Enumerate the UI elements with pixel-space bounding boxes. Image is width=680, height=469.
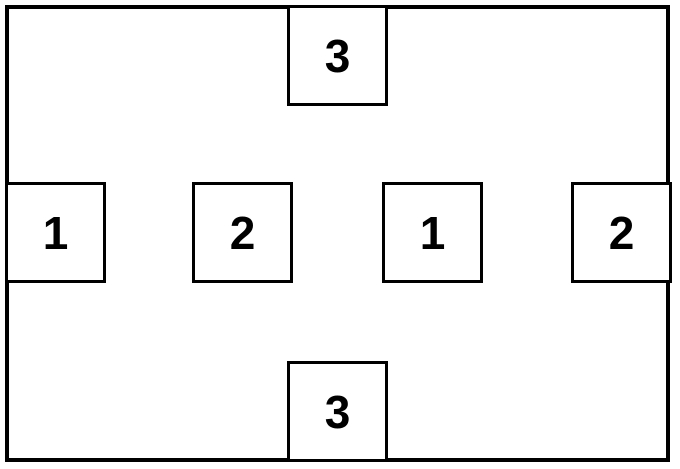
- cell-left-edge-label: 1: [42, 206, 69, 259]
- cell-bottom-label: 3: [324, 385, 351, 438]
- cell-middle-right: 1: [382, 182, 483, 283]
- cell-middle-left-label: 2: [229, 206, 256, 259]
- cell-bottom: 3: [287, 361, 388, 462]
- cell-left-edge: 1: [5, 182, 106, 283]
- cell-right-edge: 2: [571, 182, 672, 283]
- cell-right-edge-label: 2: [608, 206, 635, 259]
- cell-top: 3: [287, 5, 388, 106]
- cell-middle-right-label: 1: [419, 206, 446, 259]
- cell-middle-left: 2: [192, 182, 293, 283]
- cell-top-label: 3: [324, 29, 351, 82]
